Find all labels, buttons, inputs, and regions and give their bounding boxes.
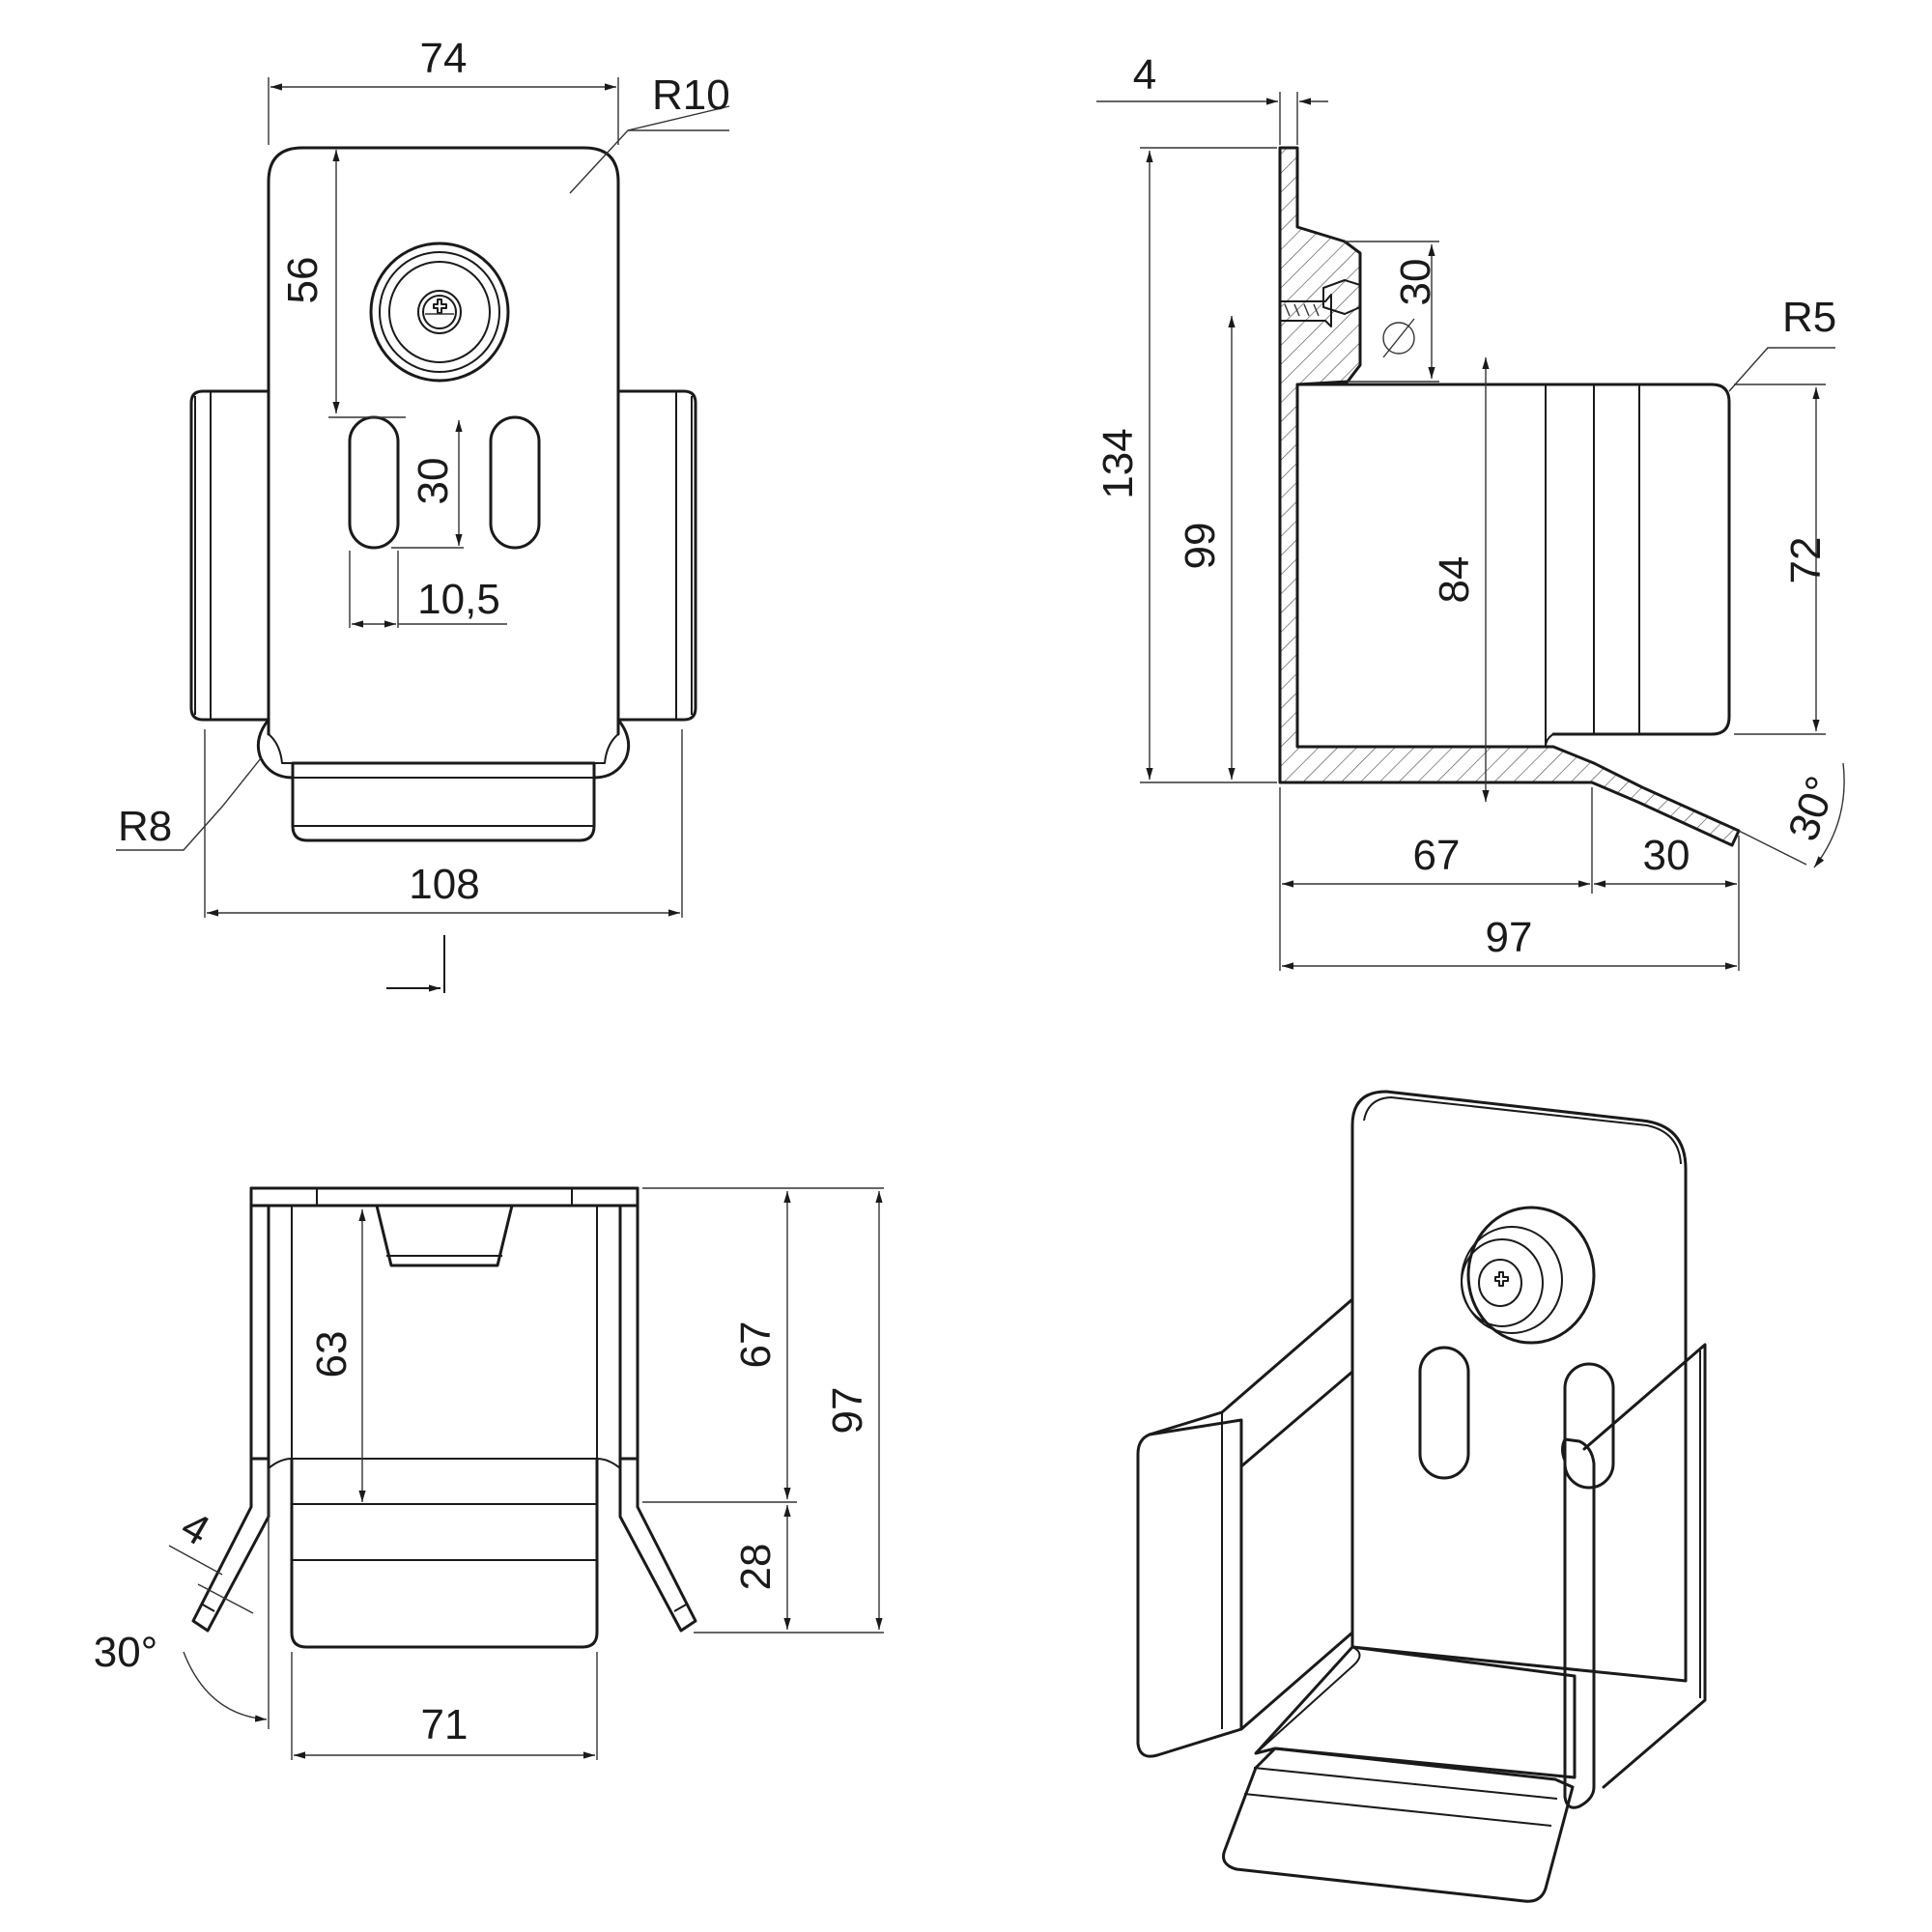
isometric-view <box>1136 1090 1707 1903</box>
iso-back-plate <box>1350 1090 1688 1683</box>
front-bottom-lip <box>291 761 596 842</box>
iso-slot-right <box>1563 1362 1615 1490</box>
side-arm <box>1295 383 1731 736</box>
dim-label-99: 99 <box>1177 523 1224 570</box>
dim-label-4-thickness: 4 <box>1133 51 1156 99</box>
top-back-plate <box>249 1186 639 1208</box>
top-left-wall <box>249 1186 270 1461</box>
dim-label-97-side: 97 <box>1486 914 1533 961</box>
dim-label-30deg-top: 30° <box>94 1629 158 1676</box>
side-section-profile <box>1278 146 1741 847</box>
front-bend-left <box>256 718 295 780</box>
dim-label-r10: R10 <box>652 71 730 119</box>
screw-head-icon <box>425 298 454 315</box>
iso-slot-left <box>1418 1346 1470 1480</box>
front-back-plate <box>267 146 620 736</box>
dim-label-71: 71 <box>421 1701 469 1748</box>
front-bend-right <box>592 718 631 780</box>
iso-right-wing-back <box>1582 1343 1707 1789</box>
dim-label-30deg-side: 30° <box>1779 770 1846 846</box>
dim-label-10-5: 10,5 <box>417 576 500 623</box>
dim-label-97-top: 97 <box>824 1387 871 1435</box>
diameter-symbol-icon <box>1382 318 1415 358</box>
iso-front-flare <box>1222 1747 1575 1903</box>
dim-label-30-roller: 30 <box>1392 259 1439 306</box>
front-view: 74 R10 56 30 10,5 R8 108 <box>116 35 730 993</box>
dim-label-67-top: 67 <box>732 1321 780 1369</box>
front-slot-right <box>489 415 541 550</box>
dim-label-67-base: 67 <box>1413 832 1461 879</box>
top-view: 63 67 28 97 4 30° 71 <box>94 1186 884 1760</box>
iso-roller-icon <box>1461 1206 1596 1345</box>
dim-label-74: 74 <box>420 35 468 82</box>
dim-label-134: 134 <box>1094 428 1142 498</box>
dim-label-84: 84 <box>1431 556 1478 604</box>
dim-label-56: 56 <box>279 257 327 304</box>
front-left-wing <box>189 389 270 722</box>
side-screw-icon <box>1280 294 1332 327</box>
dim-label-28: 28 <box>732 1544 780 1591</box>
top-base <box>290 1457 599 1649</box>
dim-label-4-top: 4 <box>173 1502 217 1555</box>
dim-label-r5: R5 <box>1782 294 1836 341</box>
side-view: 4 134 99 30 84 R5 72 67 30 97 <box>1094 51 1846 971</box>
dim-label-30-slot: 30 <box>410 458 457 505</box>
roller-icon <box>369 242 510 383</box>
dim-label-63: 63 <box>308 1331 355 1378</box>
top-right-flare <box>618 1457 697 1633</box>
top-roller-projection <box>375 1204 514 1267</box>
iso-right-wing-edge <box>1561 1437 1596 1809</box>
top-right-wall <box>618 1186 639 1461</box>
iso-base <box>1254 1645 1577 1779</box>
dim-label-108: 108 <box>409 861 479 908</box>
dim-label-72: 72 <box>1782 537 1830 584</box>
front-right-wing <box>616 389 697 722</box>
dim-label-30-flare: 30 <box>1643 832 1690 879</box>
front-slot-left <box>348 415 400 550</box>
iso-left-wing <box>1136 1418 1243 1758</box>
dim-label-r8: R8 <box>118 803 172 850</box>
